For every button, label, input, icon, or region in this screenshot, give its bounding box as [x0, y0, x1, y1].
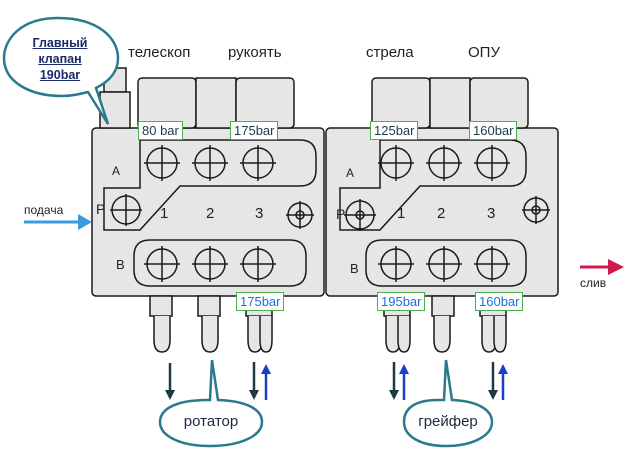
flow-arrowhead-down [165, 390, 175, 400]
main-valve-callout-text: Главный клапан 190bar [22, 35, 98, 83]
inlet-label: подача [24, 203, 64, 217]
port-label-p: P [96, 201, 106, 217]
port-label-b: B [116, 257, 125, 272]
right-ports [344, 145, 550, 282]
section-number: 2 [437, 205, 446, 222]
flow-arrowhead-down [389, 390, 399, 400]
relief-pressure-label: 125bar [370, 121, 419, 140]
flow-arrowhead-down [249, 390, 259, 400]
port-label-b: B [350, 261, 359, 276]
grapple-callout-bubble [402, 359, 494, 448]
flow-arrowhead-up [399, 364, 409, 374]
section-number: 1 [160, 205, 169, 222]
callout-line: клапан [38, 52, 82, 66]
outlet-label: слив [580, 276, 607, 290]
port-label-a: A [112, 164, 121, 178]
flow-arrowhead-up [261, 364, 271, 374]
section-number: 2 [206, 205, 215, 222]
callout-line: 190bar [39, 68, 81, 82]
outlet-arrowhead [608, 259, 624, 275]
relief-pressure-label: 160bar [469, 121, 518, 140]
grapple-callout-text: грейфер [418, 413, 478, 430]
relief-pressure-label: 80 bar [138, 121, 183, 140]
main-valve-callout-bubble [2, 16, 120, 125]
relief-pressure-label: 195bar [377, 292, 426, 311]
rotator-callout-bubble [158, 359, 264, 448]
relief-pressure-label: 175bar [230, 121, 279, 140]
relief-pressure-label: 160bar [475, 292, 524, 311]
flow-arrows [165, 362, 508, 400]
section-number: 3 [487, 205, 496, 222]
section-label-slewing: ОПУ [468, 44, 500, 61]
section-label-arm: рукоять [228, 44, 282, 61]
inlet-arrowhead [78, 214, 92, 230]
section-label-boom: стрела [366, 44, 414, 61]
left-top-ports [110, 145, 314, 282]
rotator-callout-text: ротатор [183, 413, 239, 430]
flow-arrowhead-down [488, 390, 498, 400]
section-number: 3 [255, 205, 264, 222]
relief-pressure-label: 175bar [236, 292, 285, 311]
port-label-p: P [336, 206, 346, 222]
flow-arrowhead-up [498, 364, 508, 374]
section-label-telescope: телескоп [128, 44, 191, 61]
callout-line: Главный [32, 36, 88, 50]
section-number: 1 [397, 205, 406, 222]
port-label-a: A [346, 166, 355, 180]
